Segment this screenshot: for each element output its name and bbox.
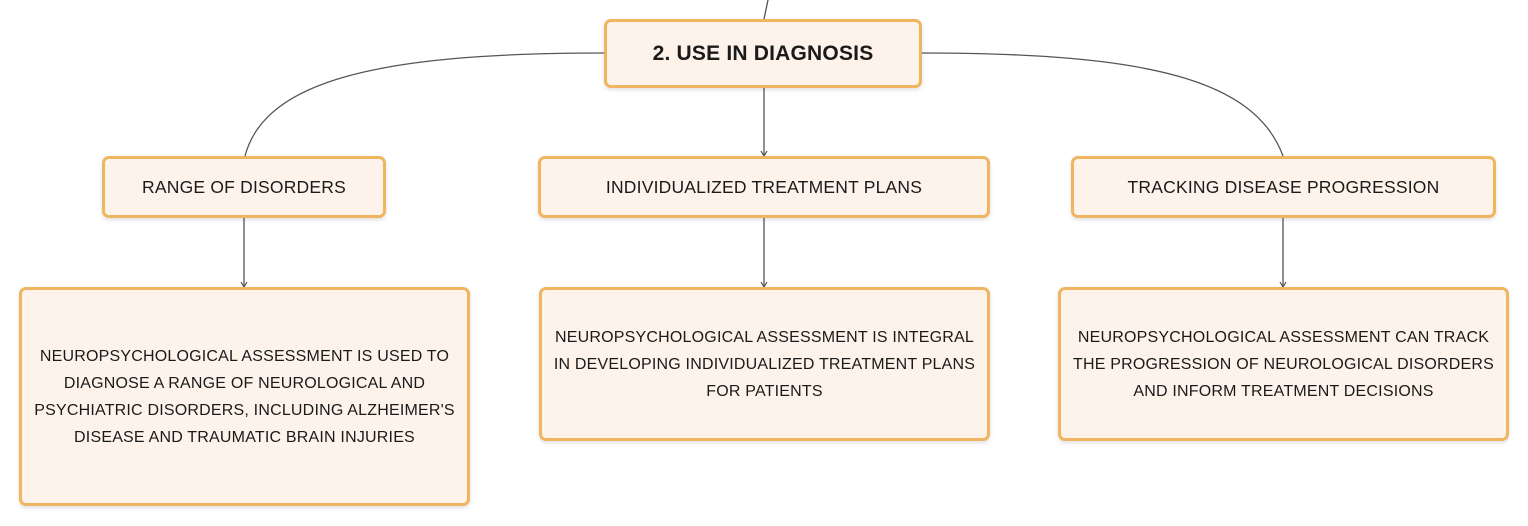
connector-root-to-range <box>244 52 605 157</box>
detail-node-individualized-treatment-plans[interactable]: NEUROPSYCHOLOGICAL ASSESSMENT IS INTEGRA… <box>539 287 990 441</box>
branch-node-tracking-disease-progression[interactable]: TRACKING DISEASE PROGRESSION <box>1071 156 1496 218</box>
root-label: 2. USE IN DIAGNOSIS <box>652 41 874 65</box>
branch-label: TRACKING DISEASE PROGRESSION <box>1127 176 1440 197</box>
branch-label: INDIVIDUALIZED TREATMENT PLANS <box>605 176 923 197</box>
branch-node-individualized-treatment-plans[interactable]: INDIVIDUALIZED TREATMENT PLANS <box>538 156 990 218</box>
branch-label: RANGE OF DISORDERS <box>142 176 346 197</box>
connector-root-to-tracking <box>921 52 1284 157</box>
detail-text: NEUROPSYCHOLOGICAL ASSESSMENT IS USED TO… <box>34 347 455 446</box>
detail-node-tracking-disease-progression[interactable]: NEUROPSYCHOLOGICAL ASSESSMENT CAN TRACK … <box>1058 287 1509 441</box>
branch-node-range-of-disorders[interactable]: RANGE OF DISORDERS <box>102 156 386 218</box>
connector-incoming <box>763 0 769 20</box>
root-node[interactable]: 2. USE IN DIAGNOSIS <box>604 19 922 88</box>
detail-text: NEUROPSYCHOLOGICAL ASSESSMENT IS INTEGRA… <box>553 328 976 400</box>
detail-text: NEUROPSYCHOLOGICAL ASSESSMENT CAN TRACK … <box>1072 328 1494 400</box>
detail-node-range-of-disorders[interactable]: NEUROPSYCHOLOGICAL ASSESSMENT IS USED TO… <box>19 287 470 506</box>
